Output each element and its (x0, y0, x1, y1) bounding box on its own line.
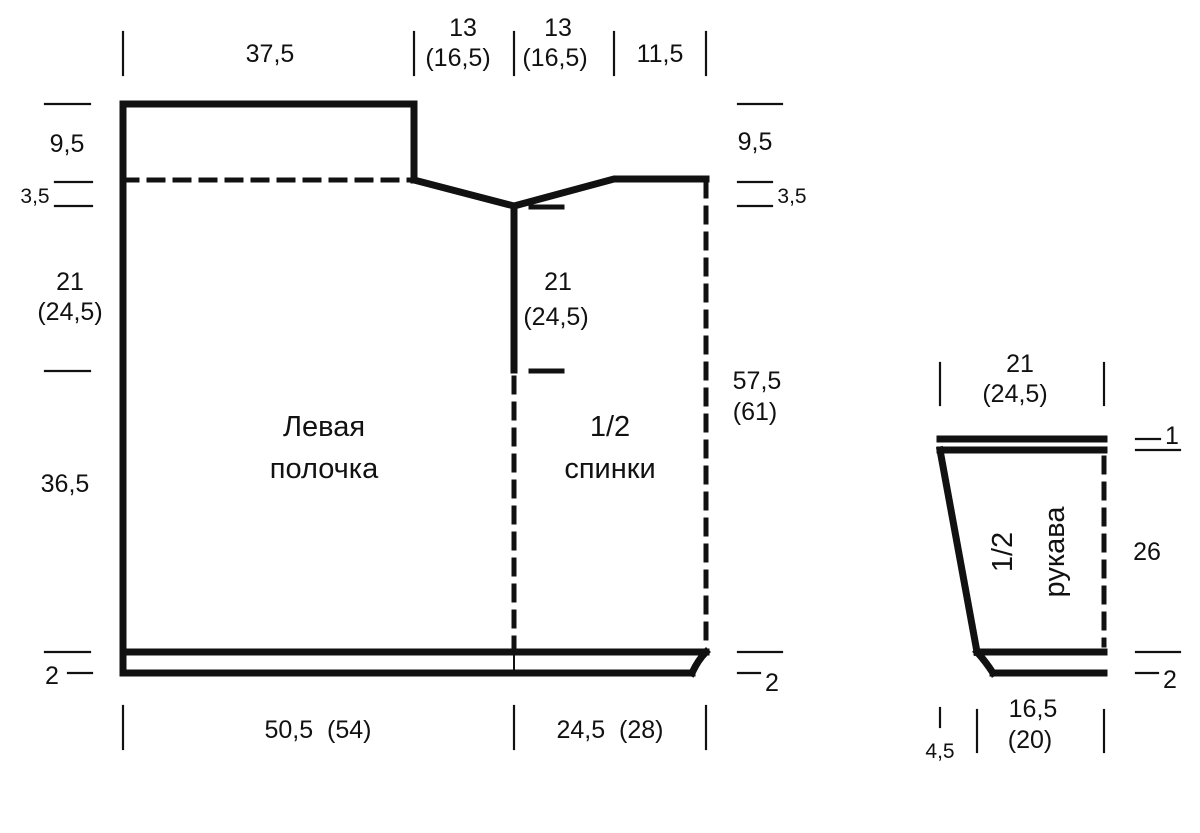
piece-name-back-line2: спинки (564, 453, 655, 485)
dim-top-neck-back-b: (16,5) (522, 44, 587, 72)
dim-sleeve-cuff: 2 (1163, 666, 1177, 694)
neckline-edge (409, 175, 710, 210)
dim-sleeve-bottom-offset: 4,5 (925, 740, 954, 763)
dim-sleeve-bottom-a: 16,5 (1009, 695, 1058, 723)
dim-top-neck-back-a: 13 (544, 14, 572, 42)
sleeve-dimension-ticks (938, 361, 1182, 754)
sleeve-cuff-corner (972, 647, 998, 678)
dim-right-length-a: 57,5 (733, 367, 782, 395)
dim-sleeve-bottom-b: (20) (1008, 726, 1052, 754)
dim-left-hem: 2 (45, 662, 59, 690)
dim-left-body: 36,5 (41, 470, 90, 498)
top-dimension-ticks (121, 30, 708, 77)
dim-bottom-front: 50,5 (54) (264, 716, 371, 744)
dim-top-front-width: 37,5 (246, 40, 295, 68)
dim-left-top: 9,5 (50, 130, 85, 158)
dim-bottom-back: 24,5 (28) (556, 716, 663, 744)
body-piece-outline (119, 100, 711, 678)
dim-right-length-b: (61) (733, 398, 777, 426)
right-dimension-ticks (736, 102, 784, 675)
hem-corner (687, 647, 711, 678)
dim-right-hem: 2 (765, 669, 779, 697)
dim-sleeve-top-band: 1 (1165, 422, 1179, 450)
sleeve-piece-outline (935, 435, 1108, 678)
dim-sleeve-top-a: 21 (1006, 350, 1034, 378)
dim-sleeve-top-b: (24,5) (982, 380, 1047, 408)
piece-name-front-line2: полочка (270, 453, 379, 485)
piece-name-sleeve-line1: 1/2 (987, 532, 1019, 572)
dim-left-slope: 3,5 (20, 185, 49, 208)
piece-name-back-line1: 1/2 (590, 411, 630, 443)
sleeve-name-group: 1/2 (987, 532, 1019, 572)
piece-name-front-line1: Левая (283, 411, 365, 443)
sleeve-side-edge (935, 445, 982, 657)
left-dimension-ticks (43, 102, 94, 675)
dim-sleeve-length: 26 (1133, 538, 1161, 566)
dim-top-neck-front-b: (16,5) (425, 44, 490, 72)
dim-right-top: 9,5 (738, 128, 773, 156)
dim-left-armhole-a: 21 (56, 268, 84, 296)
dim-top-shoulder-back: 11,5 (637, 40, 684, 68)
dim-top-neck-front-a: 13 (449, 14, 477, 42)
dim-left-armhole-b: (24,5) (37, 298, 102, 326)
bottom-dimension-ticks (121, 704, 708, 751)
sleeve-name-group-2: рукава (1039, 506, 1071, 598)
piece-name-sleeve-line2: рукава (1039, 506, 1071, 598)
dim-center-armhole-b: (24,5) (523, 303, 588, 331)
dim-right-slope: 3,5 (777, 185, 806, 208)
dim-center-armhole-a: 21 (544, 268, 572, 296)
